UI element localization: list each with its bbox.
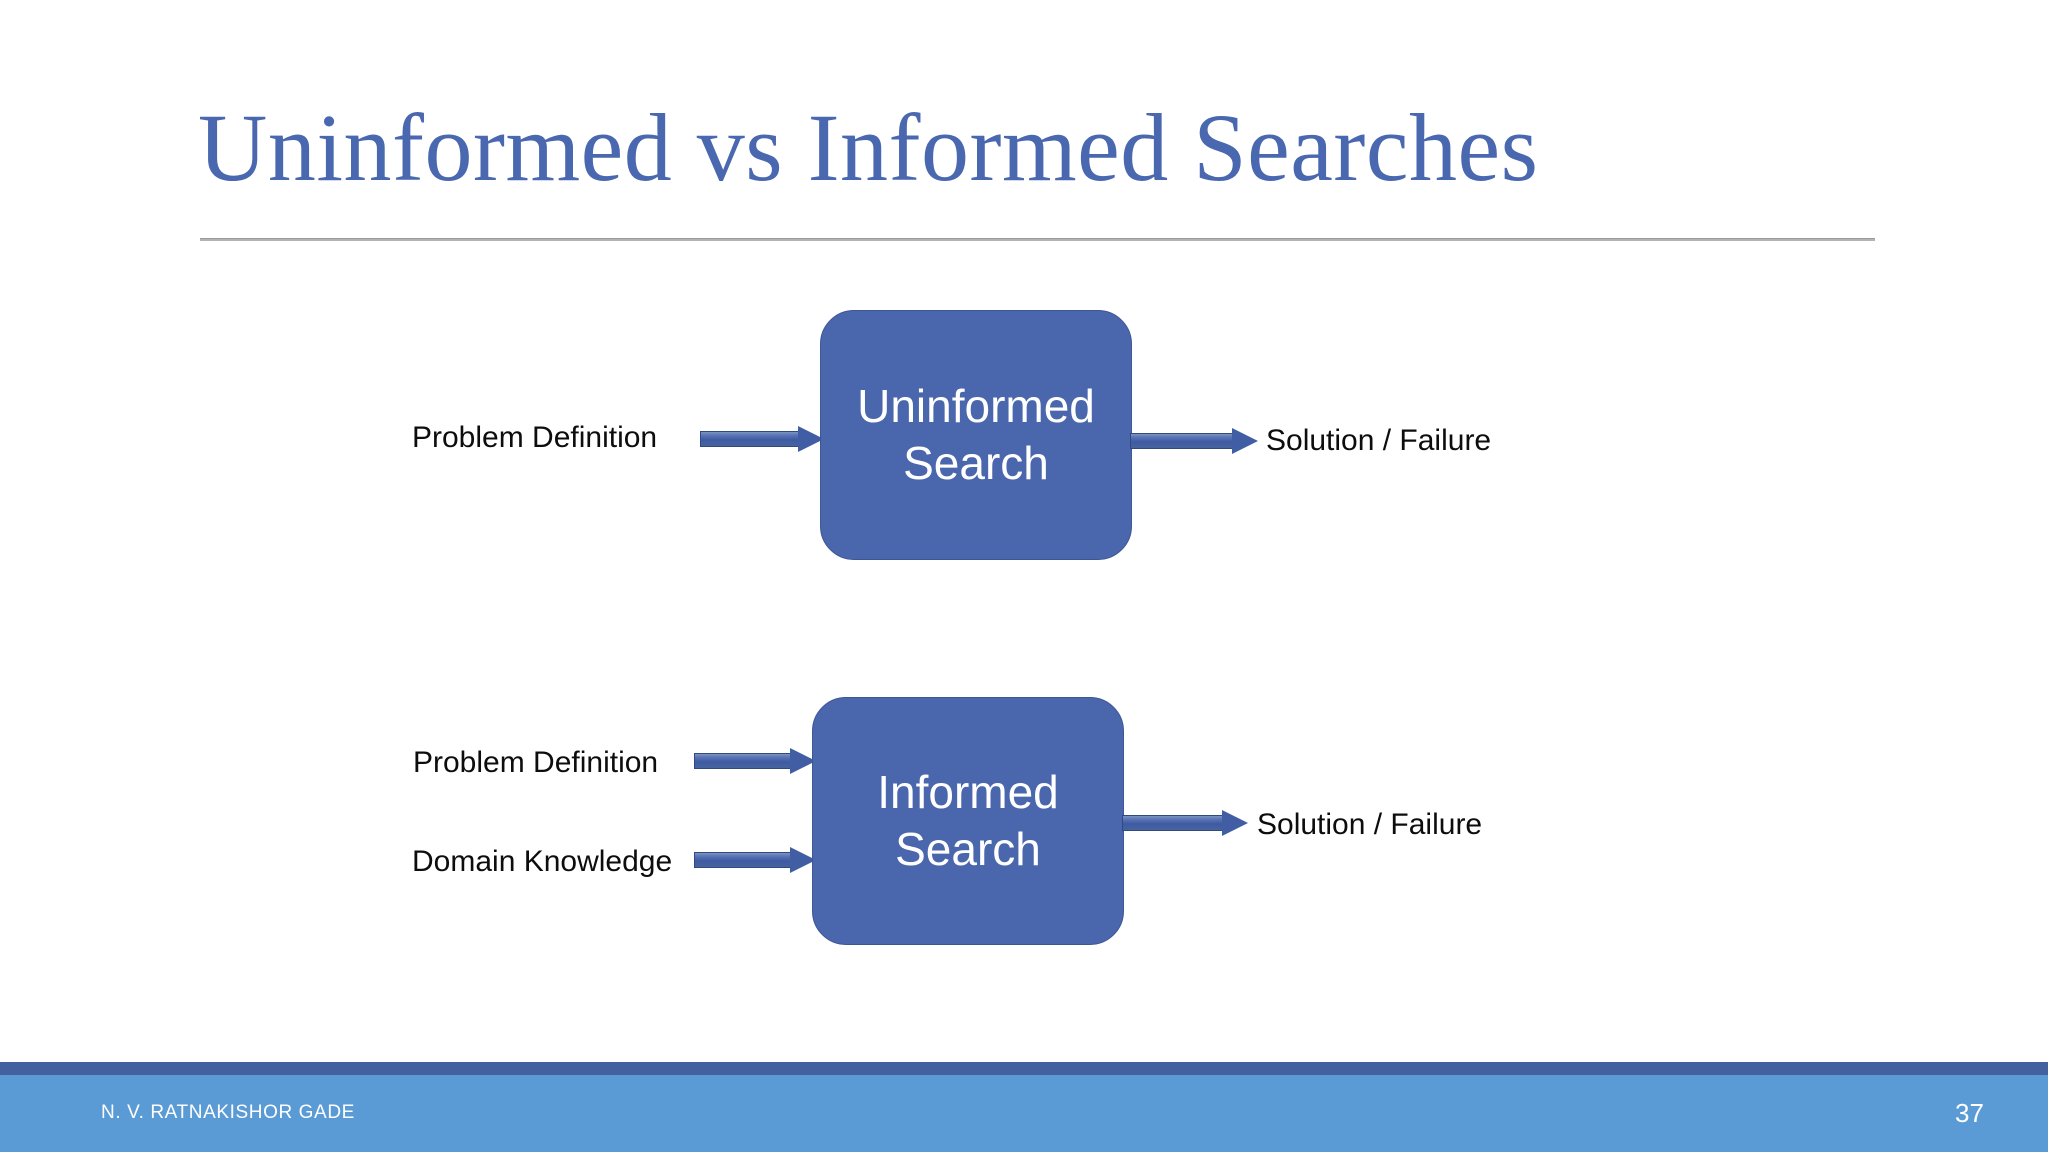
arrow-right-icon-input-1 bbox=[700, 426, 824, 452]
arrow-head bbox=[1222, 810, 1248, 836]
arrow-right-icon-output-1 bbox=[1130, 428, 1258, 454]
page-title: Uninformed vs Informed Searches bbox=[198, 94, 1539, 201]
process-box-label-line2: Search bbox=[903, 437, 1049, 489]
output-label-solution-failure-1: Solution / Failure bbox=[1266, 424, 1492, 457]
process-box-informed-search[interactable]: Informed Search bbox=[812, 697, 1124, 945]
input-label-problem-definition-1: Problem Definition bbox=[412, 421, 658, 454]
output-label-solution-failure-2: Solution / Failure bbox=[1257, 808, 1483, 841]
footer-page-number: 37 bbox=[1955, 1098, 1984, 1128]
process-box-label-line1: Informed bbox=[877, 765, 1059, 818]
process-box-label: Informed Search bbox=[832, 764, 1105, 878]
process-box-label: Uninformed Search bbox=[840, 378, 1113, 492]
process-box-label-line1: Uninformed bbox=[857, 379, 1095, 432]
input-label-problem-definition-2: Problem Definition bbox=[413, 746, 659, 779]
title-divider bbox=[200, 238, 1875, 241]
arrow-right-icon-output-2 bbox=[1122, 810, 1248, 836]
process-box-label-line2: Search bbox=[895, 823, 1041, 875]
footer-band bbox=[0, 1075, 2048, 1152]
footer-author-name: N. V. RATNAKISHOR GADE bbox=[101, 1102, 355, 1123]
arrow-shaft bbox=[700, 431, 798, 447]
arrow-shaft bbox=[694, 753, 790, 769]
arrow-right-icon-input-2a bbox=[694, 748, 816, 774]
arrow-head bbox=[1232, 428, 1258, 454]
arrow-head bbox=[790, 748, 816, 774]
arrow-head bbox=[798, 426, 824, 452]
arrow-right-icon-input-2b bbox=[694, 847, 816, 873]
arrow-shaft bbox=[694, 852, 790, 868]
footer-accent-stripe bbox=[0, 1062, 2048, 1075]
arrow-shaft bbox=[1130, 433, 1232, 449]
process-box-uninformed-search[interactable]: Uninformed Search bbox=[820, 310, 1132, 560]
input-label-domain-knowledge: Domain Knowledge bbox=[412, 845, 673, 878]
arrow-head bbox=[790, 847, 816, 873]
arrow-shaft bbox=[1122, 815, 1222, 831]
